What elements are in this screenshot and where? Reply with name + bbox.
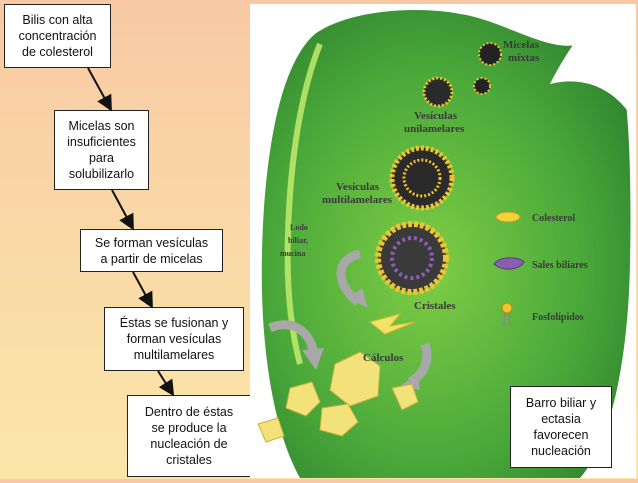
label-multilamelares: multilamelares — [322, 194, 393, 206]
calculo-4 — [391, 383, 419, 411]
vesicula-unilamelar — [422, 76, 454, 108]
legend-sales-biliares-label: Sales biliares — [532, 260, 588, 271]
label-vesiculas-multi: Vesículas — [336, 181, 380, 193]
note-box-text: Barro biliar y ectasia favorecen nucleac… — [525, 396, 597, 458]
connector-3-4 — [132, 271, 153, 309]
flow-step-5: Dentro de éstas se produce la nucleación… — [127, 395, 251, 477]
connector-1-2 — [87, 67, 112, 112]
label-vesiculas-uni: Vesículas — [414, 110, 458, 122]
flow-step-2-text: Micelas son insuficientes para solubiliz… — [67, 119, 136, 181]
connector-4-5 — [157, 370, 175, 397]
legend-colesterol-icon — [495, 211, 521, 223]
calculo-2 — [285, 381, 321, 417]
flow-step-3: Se forman vesículas a partir de micelas — [80, 229, 223, 272]
label-unilamelares: unilamelares — [404, 123, 465, 135]
gray-arrow-2 — [268, 320, 319, 355]
legend-fosfolipidos-label: Fosfolípidos — [532, 312, 584, 323]
label-mixtas: mixtas — [508, 52, 540, 64]
gallbladder-illustration: Micelas mixtas Vesículas unilamelares Ve… — [257, 4, 636, 478]
flow-step-1: Bilis con alta concentración de colester… — [4, 4, 111, 68]
flow-step-1-text: Bilis con alta concentración de colester… — [18, 13, 97, 59]
vesicula-multilamelar-1 — [389, 145, 455, 211]
label-micelas: Micelas — [503, 39, 540, 51]
calculo-5 — [257, 417, 285, 443]
flow-step-4-text: Éstas se fusionan y forman vesículas mul… — [119, 316, 229, 362]
calculo-1 — [329, 351, 381, 407]
micela-mixta-2 — [473, 77, 491, 95]
flow-step-5-text: Dentro de éstas se produce la nucleación… — [144, 405, 234, 467]
calculo-3 — [319, 403, 359, 437]
flow-step-4: Éstas se fusionan y forman vesículas mul… — [104, 307, 244, 371]
flow-step-3-text: Se forman vesículas a partir de micelas — [94, 235, 209, 266]
legend-fosfolipidos-icon — [501, 302, 513, 314]
legend: Colesterol Sales biliares Fosfolípidos — [493, 211, 588, 327]
connector-2-3 — [111, 189, 134, 231]
label-cristales: Cristales — [414, 300, 456, 312]
cristales-shape — [368, 313, 416, 335]
legend-colesterol-label: Colesterol — [532, 213, 575, 224]
vesicula-multilamelar-2 — [375, 221, 449, 295]
label-calculos: Cálculos — [363, 352, 404, 364]
label-biliar: biliar, — [288, 236, 308, 245]
label-lodo: Lodo — [290, 223, 308, 232]
legend-sales-biliares-icon — [493, 257, 525, 270]
micela-mixta-1 — [478, 42, 502, 66]
gallbladder-notch — [550, 4, 636, 124]
label-mucina: mucina — [280, 249, 305, 258]
note-box: Barro biliar y ectasia favorecen nucleac… — [510, 386, 612, 468]
